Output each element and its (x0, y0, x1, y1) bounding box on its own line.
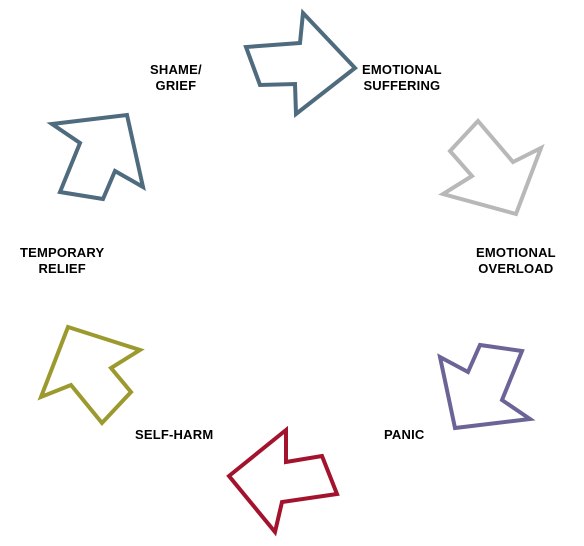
arrow-overload-to-panic (437, 342, 536, 431)
label-self-harm: SELF-HARM (135, 427, 214, 442)
arrow-selfharm-to-relief (37, 324, 145, 427)
arrow-shame-to-suffering (243, 8, 358, 118)
arrow-relief-to-shame (46, 112, 146, 202)
arrow-suffering-to-overload (438, 117, 545, 217)
arrow-panic-to-selfharm (226, 425, 340, 537)
label-shame-grief: SHAME/GRIEF (150, 62, 202, 93)
label-panic: PANIC (384, 427, 425, 442)
